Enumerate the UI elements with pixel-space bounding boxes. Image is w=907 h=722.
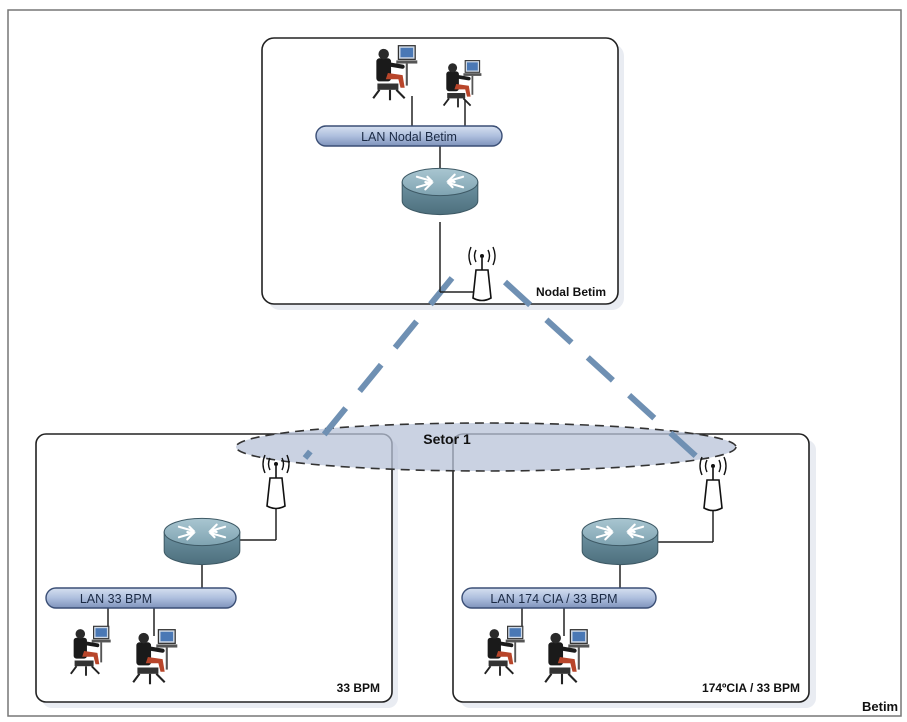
site-label-33-bpm: 33 BPM (337, 681, 380, 695)
sector-label: Setor 1 (423, 431, 471, 447)
lan-label-174-cia: LAN 174 CIA / 33 BPM (490, 592, 617, 606)
wireless-link-right (502, 279, 701, 461)
site-174-cia: LAN 174 CIA / 33 BPM 174ºCIA / 33 BPM (461, 456, 800, 695)
lan-bar-nodal-betim (315, 125, 503, 147)
lan-label-nodal-betim: LAN Nodal Betim (361, 130, 457, 144)
corner-label-betim: Betim (862, 699, 898, 714)
wireless-link-left (302, 276, 455, 460)
lan-bar-174-cia (461, 587, 657, 609)
lan-label-33-bpm: LAN 33 BPM (80, 592, 152, 606)
router-icon (401, 167, 479, 216)
site-nodal-betim: LAN Nodal Betim Nodal Betim (315, 46, 606, 302)
site-box-33-bpm (35, 433, 393, 703)
router-icon (581, 517, 659, 566)
site-label-174-cia: 174ºCIA / 33 BPM (702, 681, 800, 695)
lan-bar-33-bpm (45, 587, 237, 609)
site-33-bpm: LAN 33 BPM 33 BPM (45, 454, 380, 695)
router-icon (163, 517, 241, 566)
sector-ellipse (235, 422, 737, 472)
site-label-nodal-betim: Nodal Betim (536, 285, 606, 299)
